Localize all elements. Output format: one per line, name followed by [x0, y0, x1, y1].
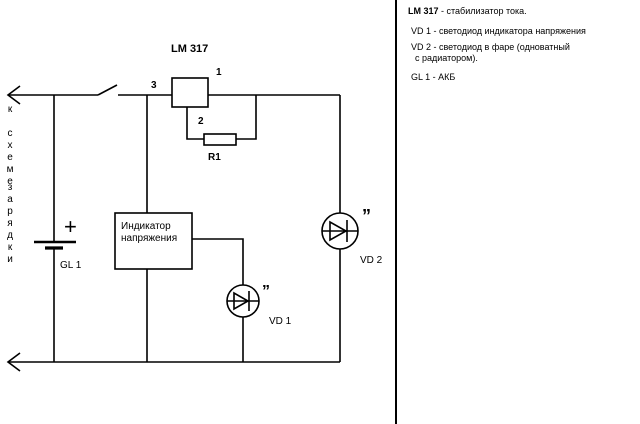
- vd1-led-icon: [226, 284, 260, 318]
- svg-text:е: е: [7, 176, 13, 187]
- lm317-title: LM 317: [171, 43, 208, 55]
- vd1-wire-top: [192, 238, 244, 285]
- svg-text:я: я: [7, 218, 12, 229]
- indicator-label-line-1: Индикатор: [121, 221, 171, 232]
- side-label-to-charger: к с х е м е з а р я д к и: [7, 104, 14, 265]
- note-lm317-name: LM 317: [408, 6, 439, 16]
- vd1-label: VD 1: [269, 316, 292, 327]
- battery-label: GL 1: [60, 260, 82, 271]
- vd2-label: VD 2: [360, 255, 383, 266]
- lm317-chip: [171, 77, 209, 108]
- svg-text:м: м: [7, 164, 14, 175]
- vd1-light-rays-icon: ”: [262, 283, 270, 300]
- chip-adjust-wire: [186, 107, 204, 140]
- vd2-led-icon: [321, 212, 359, 250]
- vd2-light-rays-icon: ”: [362, 206, 371, 226]
- note-vd1: VD 1 - светодиод индикатора напряжения: [411, 26, 586, 36]
- bottom-arrow-icon: [6, 352, 21, 372]
- indicator-label-line-2: напряжения: [121, 233, 177, 244]
- svg-text:х: х: [8, 140, 13, 151]
- pin-3-label: 3: [151, 80, 157, 91]
- resistor-r1: [203, 133, 237, 146]
- resistor-label: R1: [208, 152, 221, 163]
- pin-1-label: 1: [216, 67, 222, 78]
- svg-text:к: к: [8, 242, 13, 253]
- svg-text:и: и: [7, 254, 13, 265]
- voltage-indicator-box: [114, 212, 193, 270]
- battery-plus-sign: +: [64, 214, 77, 239]
- svg-text:с: с: [8, 128, 13, 139]
- pin-2-label: 2: [198, 116, 204, 127]
- svg-text:к: к: [8, 104, 13, 115]
- note-gl1: GL 1 - АКБ: [411, 72, 455, 82]
- svg-text:з: з: [8, 182, 13, 193]
- note-vd2-line-1: VD 2 - светодиод в фаре (одноватный: [411, 42, 570, 52]
- note-vd2-line-2: с радиатором).: [415, 53, 478, 63]
- svg-text:е: е: [7, 152, 13, 163]
- note-lm317: LM 317 - стабилизатор тока.: [408, 6, 527, 16]
- svg-text:д: д: [7, 230, 13, 241]
- top-arrow-icon: [6, 85, 21, 105]
- svg-text:р: р: [7, 206, 13, 217]
- note-lm317-desc: - стабилизатор тока.: [439, 6, 527, 16]
- r1-feedback-wire: [236, 95, 257, 140]
- switch-blade: [97, 84, 118, 96]
- svg-text:а: а: [7, 194, 13, 205]
